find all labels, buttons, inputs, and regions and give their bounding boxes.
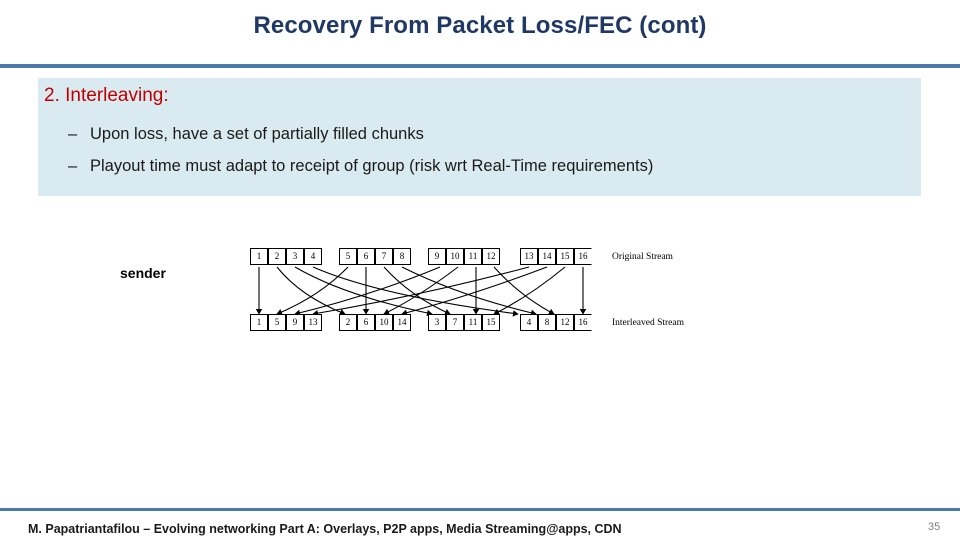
content-panel [38,78,921,196]
bullet-marker: – [68,125,78,143]
packet-box-interleaved-6: 6 [357,314,375,331]
footer-divider [0,508,960,511]
packet-box-original-9: 9 [428,248,446,265]
packet-box-original-3: 3 [286,248,304,265]
bullet-text: Upon loss, have a set of partially fille… [90,125,424,143]
packet-box-original-13: 13 [520,248,538,265]
packet-box-interleaved-7: 7 [446,314,464,331]
packet-box-original-2: 2 [268,248,286,265]
packet-box-interleaved-5: 5 [268,314,286,331]
packet-box-original-10: 10 [446,248,464,265]
packet-box-original-8: 8 [393,248,411,265]
packet-box-original-6: 6 [357,248,375,265]
title-divider [0,64,960,68]
packet-box-original-12: 12 [482,248,500,265]
packet-box-interleaved-10: 10 [375,314,393,331]
original-stream-label: Original Stream [612,252,673,262]
bullet-marker: – [68,157,78,175]
packet-box-original-15: 15 [556,248,574,265]
page-number: 35 [928,521,941,533]
packet-box-original-14: 14 [538,248,556,265]
packet-box-interleaved-16: 16 [574,314,592,331]
interleaving-diagram [0,230,960,360]
packet-box-interleaved-12: 12 [556,314,574,331]
page-title: Recovery From Packet Loss/FEC (cont) [253,12,707,39]
sender-label: sender [120,265,166,281]
packet-box-interleaved-9: 9 [286,314,304,331]
packet-box-interleaved-3: 3 [428,314,446,331]
interleaved-stream-label: Interleaved Stream [612,318,685,328]
section-heading: 2. Interleaving: [44,85,169,106]
bullet-item: –Playout time must adapt to receipt of g… [68,157,653,176]
packet-box-original-5: 5 [339,248,357,265]
packet-box-original-7: 7 [375,248,393,265]
packet-box-original-16: 16 [574,248,592,265]
bullet-item: –Upon loss, have a set of partially fill… [68,125,424,144]
packet-box-original-4: 4 [304,248,322,265]
packet-box-interleaved-1: 1 [250,314,268,331]
footer-text: M. Papatriantafilou – Evolving networkin… [28,522,622,536]
packet-box-original-11: 11 [464,248,482,265]
packet-box-interleaved-11: 11 [464,314,482,331]
packet-box-interleaved-13: 13 [304,314,322,331]
packet-box-original-1: 1 [250,248,268,265]
packet-box-interleaved-2: 2 [339,314,357,331]
packet-box-interleaved-14: 14 [393,314,411,331]
packet-box-interleaved-4: 4 [520,314,538,331]
packet-box-interleaved-15: 15 [482,314,500,331]
packet-box-interleaved-8: 8 [538,314,556,331]
bullet-text: Playout time must adapt to receipt of gr… [90,157,654,175]
interleaving-wires [255,266,587,317]
